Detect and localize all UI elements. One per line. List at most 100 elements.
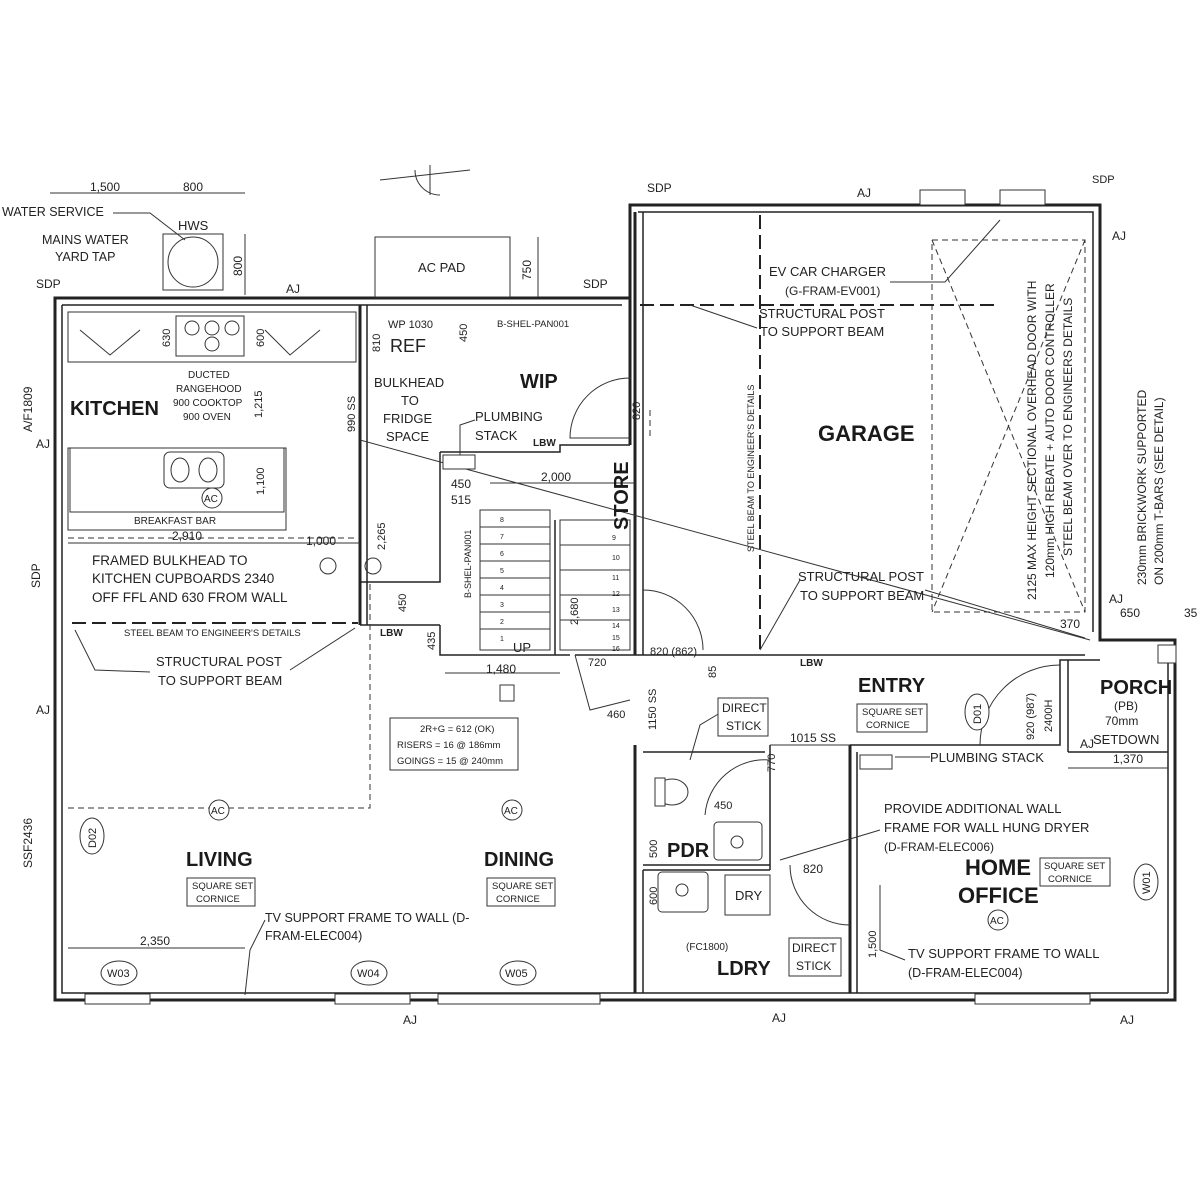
ducted-4: 900 OVEN: [183, 412, 231, 423]
dim: 600: [648, 887, 660, 905]
aj-2: AJ: [857, 186, 871, 200]
dim: 1015 SS: [790, 731, 836, 745]
cornice-office-2: CORNICE: [1048, 874, 1092, 885]
lbw-1: LBW: [533, 438, 556, 449]
cornice-office-1: SQUARE SET: [1044, 861, 1105, 872]
stair-num: 7: [500, 534, 504, 541]
garage-post-2: TO SUPPORT BEAM: [760, 324, 884, 339]
cornice-living-1: SQUARE SET: [192, 881, 253, 892]
aj-4: AJ: [36, 437, 50, 451]
dim: 515: [451, 493, 471, 507]
stair-num: 9: [612, 535, 616, 542]
stair-numbers: 8 7 6 5 4 3 2 1 9 10 11 12 13 14 15 16: [500, 517, 620, 653]
stairs: [479, 509, 631, 655]
dim: 2,910: [172, 529, 202, 543]
note-water-service: WATER SERVICE: [2, 205, 104, 219]
hws-label: HWS: [178, 218, 209, 233]
room-ldry: LDRY: [717, 958, 771, 980]
sdp-1: SDP: [36, 277, 61, 291]
dim: 85: [707, 666, 719, 678]
dim: 1,100: [255, 467, 267, 495]
stair-up: UP: [513, 640, 531, 655]
room-dining: DINING: [484, 849, 554, 871]
tag-d02: D02: [87, 828, 99, 848]
room-entry: ENTRY: [858, 675, 926, 697]
sdp-4: SDP: [1092, 174, 1115, 186]
wp-1030: WP 1030: [388, 319, 433, 331]
cornice-dining-1: SQUARE SET: [492, 881, 553, 892]
porch-setdown-2: SETDOWN: [1093, 732, 1159, 747]
door-swings: [569, 377, 1061, 926]
stair-num: 4: [500, 585, 504, 592]
dimension-lines: [50, 192, 1168, 949]
dim: 2,000: [541, 470, 571, 484]
dry-label: DRY: [735, 888, 763, 903]
element-tags: W03 W04 W05 D02 D01 W01: [87, 704, 1153, 980]
dim: 820: [631, 402, 643, 420]
cornice-living-2: CORNICE: [196, 894, 240, 905]
dim: 2,680: [569, 597, 581, 625]
framed-bulkhead-1: FRAMED BULKHEAD TO: [92, 553, 248, 568]
aj-8: AJ: [403, 1013, 417, 1027]
dim: 1,215: [253, 390, 265, 418]
leader-lines: [74, 212, 1086, 996]
stair-num: 3: [500, 602, 504, 609]
ev-charger-1: EV CAR CHARGER: [769, 264, 886, 279]
dim: 500: [648, 840, 660, 858]
direct-stick-2b: STICK: [796, 959, 831, 973]
stair-num: 14: [612, 623, 620, 630]
dim: 450: [397, 594, 409, 612]
dim: 1,370: [1113, 752, 1143, 766]
framed-bulkhead-3: OFF FFL AND 630 FROM WALL: [92, 590, 288, 605]
aj-10: AJ: [1120, 1013, 1134, 1027]
wall-frame-1: PROVIDE ADDITIONAL WALL: [884, 801, 1061, 816]
aj-6: AJ: [1109, 592, 1123, 606]
bulkhead-lines: [68, 410, 651, 809]
note-mains-water-2: YARD TAP: [55, 250, 115, 264]
stair-num: 16: [612, 646, 620, 653]
room-porch: PORCH: [1100, 677, 1172, 699]
ducted-2: RANGEHOOD: [176, 384, 242, 395]
dim: 435: [426, 632, 438, 650]
aj-1: AJ: [286, 282, 300, 296]
ducted-1: DUCTED: [188, 370, 230, 381]
garage-post-b1: STRUCTURAL POST: [798, 569, 924, 584]
sdp-3: SDP: [647, 181, 672, 195]
room-home: HOME: [965, 855, 1031, 880]
bulkhead-4: SPACE: [386, 429, 429, 444]
bulkhead-2: TO: [401, 393, 419, 408]
dim: 2,350: [140, 934, 170, 948]
garage-structure: [72, 189, 1091, 650]
dim: 810: [371, 334, 383, 352]
stair-note-1: 2R+G = 612 (OK): [420, 724, 494, 735]
sdp-5: SDP: [29, 563, 43, 588]
dim: 450: [714, 800, 732, 812]
tag-w04: W04: [357, 968, 380, 980]
fc-1800: (FC1800): [686, 942, 728, 953]
room-kitchen: KITCHEN: [70, 398, 159, 420]
sdp-2: SDP: [583, 277, 608, 291]
stair-num: 15: [612, 635, 620, 642]
ducted-3: 900 COOKTOP: [173, 398, 243, 409]
stair-num: 13: [612, 607, 620, 614]
dimension-labels: 1,500 800 800 750 450 630 600 810 1,215 …: [21, 180, 1198, 958]
direct-stick-1b: STICK: [726, 719, 761, 733]
aj-5: AJ: [36, 703, 50, 717]
plumbing-stack-2: STACK: [475, 428, 518, 443]
dim: 800: [231, 256, 245, 276]
stair-num: 8: [500, 517, 504, 524]
tv-living-2: FRAM-ELEC004): [265, 929, 362, 943]
garage-door-1: 2125 MAX HEIGHT SECTIONAL OVERHEAD DOOR …: [1025, 281, 1039, 600]
outdoor-equipment: [162, 165, 511, 298]
bulkhead-1: BULKHEAD: [374, 375, 444, 390]
stair-num: 10: [612, 555, 620, 562]
aj-7: AJ: [1080, 737, 1094, 751]
plumbing-stack-entry: PLUMBING STACK: [930, 750, 1044, 765]
dim: 35: [1184, 606, 1198, 620]
lbw-3: LBW: [800, 658, 823, 669]
dim: 750: [520, 260, 534, 280]
brickwork-2: ON 200mm T-BARS (SEE DETAIL): [1152, 397, 1166, 585]
dim: 2400H: [1043, 700, 1055, 732]
exterior-walls: [53, 203, 1177, 1002]
tag-w01: W01: [1141, 871, 1153, 894]
